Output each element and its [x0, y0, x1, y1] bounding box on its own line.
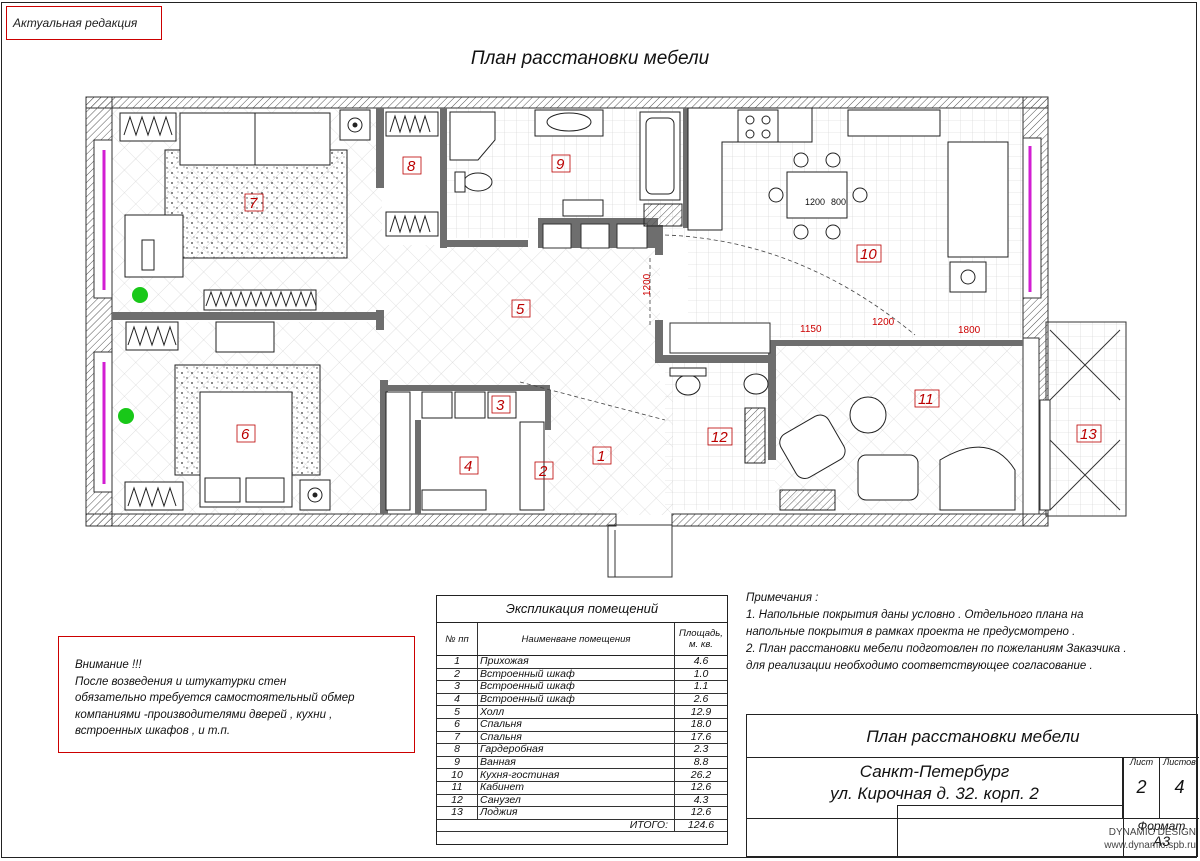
- dim-living-width: 1800: [958, 325, 981, 336]
- dim-table-depth: 800: [831, 197, 846, 207]
- kitchen-furniture: [687, 107, 1009, 293]
- format-value: А3: [1152, 833, 1171, 849]
- warning-line: обязательно требуется самостоятельный об…: [75, 692, 355, 704]
- room-number-8: 8: [407, 158, 416, 175]
- room-number-5: 5: [516, 301, 525, 318]
- revision-label: Актуальная редакция: [6, 6, 162, 40]
- dim-kitchen-opening: 1200: [872, 317, 895, 328]
- sheets-label: Листов: [1163, 757, 1196, 767]
- explication-title: Экспликация помещений: [437, 596, 727, 623]
- page-title: План расстановки мебели: [470, 48, 710, 69]
- col-area-header: Площадь, м. кв.: [674, 623, 727, 656]
- dim-cabinet-width: 1150: [800, 324, 822, 335]
- floor-hall: [382, 245, 660, 385]
- sheets-cell: Листов 4: [1159, 757, 1199, 819]
- format-label: Формат: [1137, 819, 1186, 833]
- sheet-cell: Лист 2: [1123, 757, 1159, 819]
- table-total-row: ИТОГО: 124.6: [437, 819, 727, 833]
- study-furniture: [779, 396, 1016, 511]
- notes-line: напольные покрытия в рамках проекта не п…: [746, 626, 1076, 638]
- col-number-header: № пп: [437, 623, 478, 656]
- bedroom-7-furniture: [119, 109, 371, 311]
- warning-title: Внимание !!!: [75, 659, 142, 671]
- room-number-7: 7: [249, 195, 258, 212]
- notes-title: Примечания :: [746, 592, 819, 604]
- room-number-10: 10: [860, 246, 877, 263]
- room-number-2: 2: [538, 463, 548, 480]
- wc-fixtures: [669, 367, 769, 464]
- stamp-city: Санкт-Петербург: [859, 762, 1010, 781]
- warning-line: После возведения и штукатурки стен: [75, 675, 287, 688]
- loggia: [1039, 321, 1127, 517]
- col-name-header: Наименване помещения: [477, 623, 675, 656]
- plant-icon: [132, 287, 148, 303]
- room-number-3: 3: [496, 397, 505, 414]
- sheets-value: 4: [1174, 777, 1185, 797]
- sheet-value: 2: [1136, 777, 1147, 797]
- floor-plan: 1 2 3 4 5 6 7 8 9 10 11 12 13 1200 1200 …: [85, 96, 1127, 578]
- total-value: 124.6: [674, 819, 727, 833]
- room-number-9: 9: [556, 156, 565, 173]
- bedroom-6-furniture: [124, 321, 331, 511]
- room-number-13: 13: [1080, 426, 1097, 443]
- wardrobe-8: [385, 111, 439, 237]
- explication-grid: № пп Наименване помещения Площадь, м. кв…: [437, 623, 727, 833]
- bathroom-fixtures: [449, 109, 683, 227]
- brand-url: www.dynamic.spb.ru: [1104, 840, 1196, 851]
- brand-name: DYNAMIC DESIGN: [1108, 827, 1196, 838]
- plant-icon: [118, 408, 134, 424]
- sheet-label: Лист: [1129, 757, 1154, 767]
- dim-hall-opening: 1200: [642, 273, 653, 296]
- room-labels: 1 2 3 4 5 6 7 8 9 10 11 12 13: [236, 154, 1102, 480]
- total-label: ИТОГО:: [477, 819, 675, 833]
- floor-entrance: [548, 385, 673, 515]
- stamp-title: План расстановки мебели: [747, 715, 1199, 758]
- room-number-4: 4: [464, 458, 472, 475]
- explication-table: Экспликация помещений № пп Наименване по…: [436, 595, 728, 845]
- room-number-11: 11: [918, 391, 934, 408]
- format-cell: Формат А3: [1123, 819, 1199, 857]
- brand-mark: DYNAMIC DESIGN www.dynamic.spb.ru: [1086, 826, 1196, 852]
- stamp-address: ул. Кирочная д. 32. корп. 2: [830, 784, 1039, 803]
- warning-box: Внимание !!! После возведения и штукатур…: [58, 636, 415, 753]
- front-door: [607, 524, 673, 578]
- room-number-1: 1: [597, 448, 605, 465]
- notes-line: 2. План расстановки мебели подготовлен п…: [746, 643, 1127, 655]
- room-number-6: 6: [241, 426, 250, 443]
- closet-fixtures: [385, 391, 545, 511]
- notes-line: 1. Напольные покрытия даны условно . Отд…: [746, 609, 1084, 621]
- notes: Примечания : 1. Напольные покрытия даны …: [746, 590, 1196, 675]
- notes-line: для реализации необходимо соответствующе…: [746, 660, 1093, 672]
- stamp-address-block: Санкт-Петербург ул. Кирочная д. 32. корп…: [747, 757, 1123, 819]
- title-block: План расстановки мебели Санкт-Петербург …: [746, 714, 1199, 857]
- room-number-12: 12: [711, 429, 728, 446]
- warning-line: компаниями -производителями дверей , кух…: [75, 708, 333, 721]
- warning-line: встроенных шкафов , и т.п.: [75, 725, 231, 737]
- dimensions: 1200 1200 1150 1800 1200 800: [642, 197, 981, 336]
- dim-table-size: 1200: [805, 197, 825, 207]
